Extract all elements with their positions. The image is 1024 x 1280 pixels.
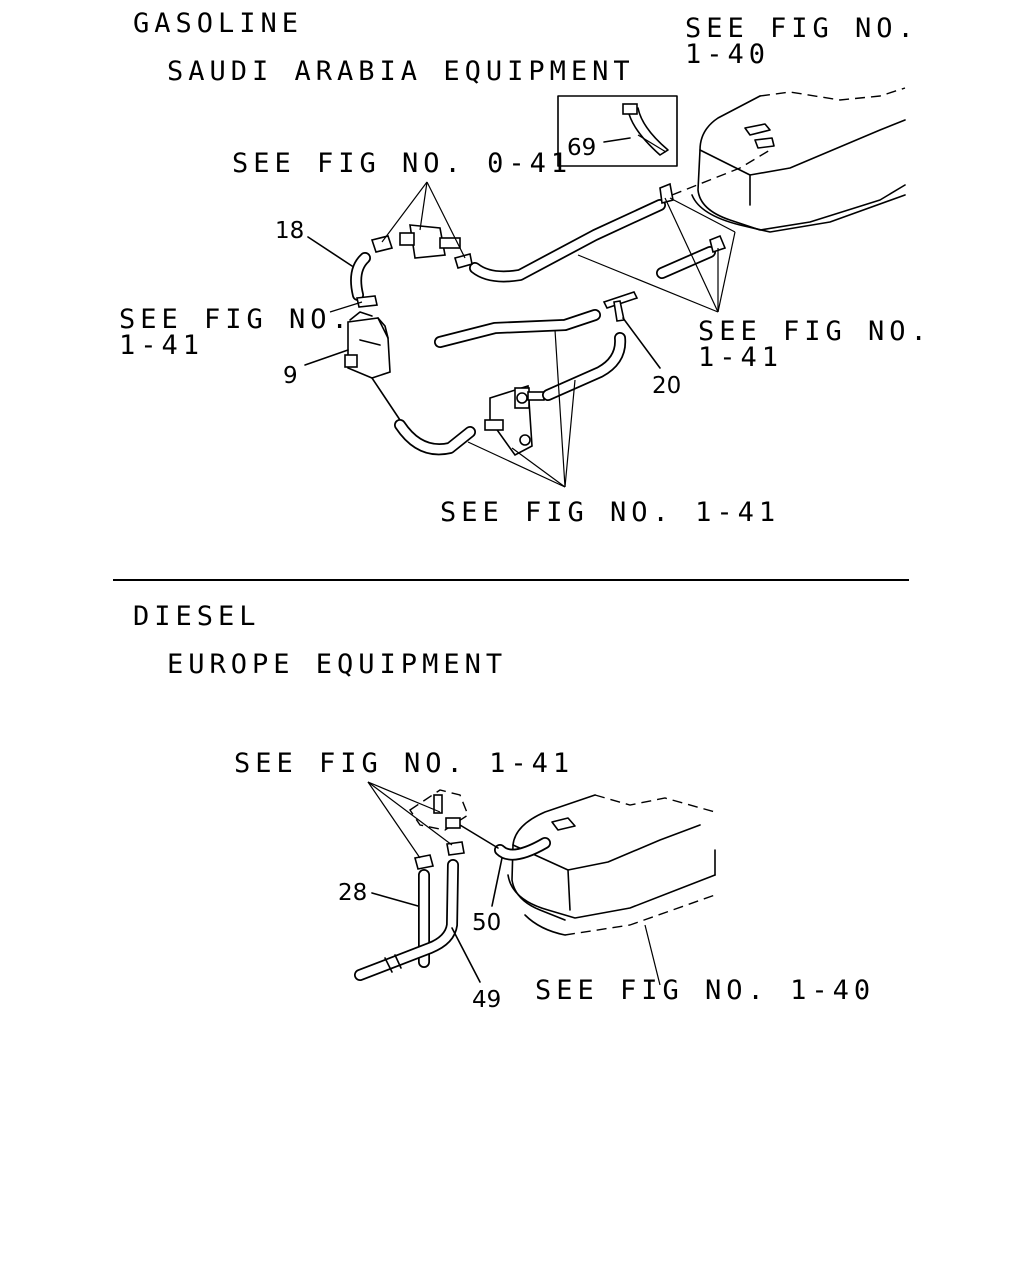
t-joint-20 xyxy=(602,291,639,322)
diesel-subtitle: EUROPE EQUIPMENT xyxy=(167,649,507,680)
ref-tank-line1: SEE FIG NO. xyxy=(685,13,919,44)
diesel-title: DIESEL xyxy=(133,601,261,632)
band-clamp xyxy=(622,103,669,156)
gasoline-title: GASOLINE xyxy=(133,8,303,39)
callout-50: 50 xyxy=(472,910,501,936)
vapor-hose xyxy=(469,149,771,283)
ref-tank-line2: 1-40 xyxy=(685,39,770,70)
callout-69: 69 xyxy=(567,135,596,161)
ref-clips-0-41: SEE FIG NO. 0-41 xyxy=(232,148,572,179)
canister-9 xyxy=(344,311,391,379)
ref-left-line1: SEE FIG NO. xyxy=(119,304,353,335)
callout-18: 18 xyxy=(275,218,304,244)
band-inset-box xyxy=(557,95,678,167)
diesel-valve xyxy=(409,789,469,870)
lower-hose xyxy=(371,377,476,456)
leader-lines-diesel xyxy=(367,781,661,986)
upper-pipe xyxy=(434,309,601,348)
diesel-section: DIESEL EUROPE EQUIPMENT SEE FIG NO. 1-41… xyxy=(133,601,875,1013)
hose-18 xyxy=(350,252,378,308)
tank-side-pipe xyxy=(656,182,727,279)
callout-9: 9 xyxy=(283,363,298,389)
ref-left-line2: 1-41 xyxy=(119,330,204,361)
leader-lines-gasoline xyxy=(329,181,736,488)
ref-right-line1: SEE FIG NO. xyxy=(698,316,932,347)
mounting-bracket xyxy=(484,384,545,457)
pipe-49 xyxy=(354,859,459,981)
callout-28: 28 xyxy=(338,880,367,906)
ref-diesel-clips-1-41: SEE FIG NO. 1-41 xyxy=(234,748,574,779)
callout-20: 20 xyxy=(652,373,681,399)
fuel-tank xyxy=(691,87,906,233)
ref-diesel-tank-1-40: SEE FIG NO. 1-40 xyxy=(535,975,875,1006)
callout-49: 49 xyxy=(472,987,501,1013)
right-pipe xyxy=(542,332,627,401)
gasoline-section: GASOLINE SAUDI ARABIA EQUIPMENT SEE FIG … xyxy=(119,8,932,528)
ref-bottom-1-41: SEE FIG NO. 1-41 xyxy=(440,497,780,528)
ref-right-line2: 1-41 xyxy=(698,342,783,373)
hose-50 xyxy=(459,824,551,861)
check-valve xyxy=(370,224,473,269)
gasoline-subtitle: SAUDI ARABIA EQUIPMENT xyxy=(167,56,635,87)
diesel-fuel-tank xyxy=(507,794,716,936)
